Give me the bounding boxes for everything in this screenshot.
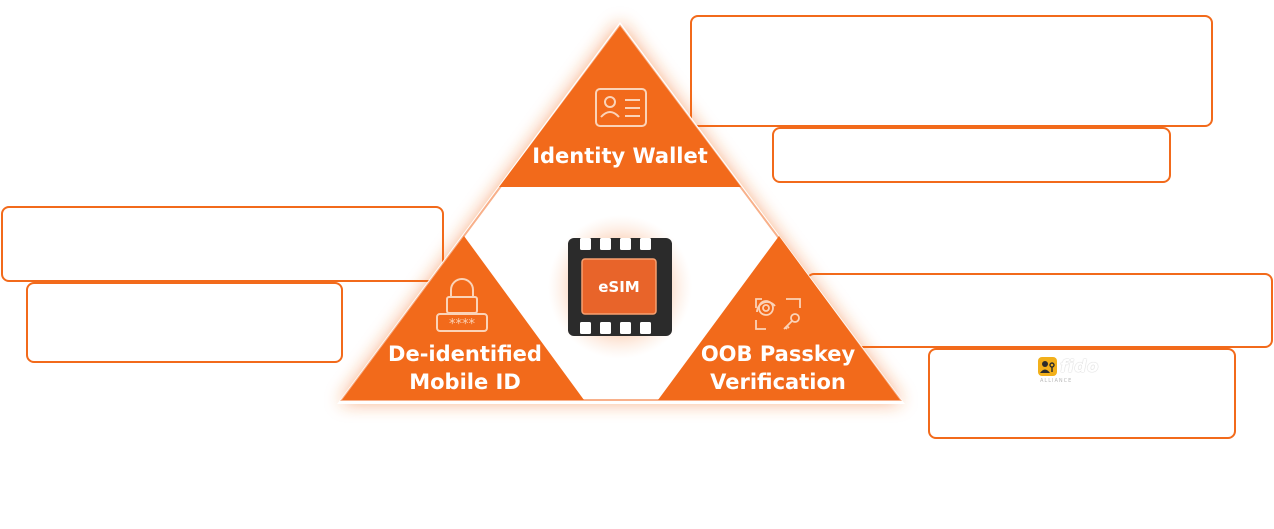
callout-oob-passkey-main (806, 273, 1273, 348)
esim-label: eSIM (598, 278, 639, 296)
id-card-icon (595, 88, 647, 127)
callout-identity-wallet-main (690, 15, 1213, 127)
callout-identity-wallet-sub (772, 127, 1171, 183)
callout-mobile-id-main (1, 206, 444, 282)
fido-subtitle: ALLIANCE (1040, 378, 1073, 384)
mobile-id-label-line2: Mobile ID (409, 370, 521, 394)
fido-badge-icon (1038, 357, 1057, 376)
svg-text:****: **** (449, 317, 476, 332)
callout-oob-passkey-sub (928, 348, 1236, 439)
oob-passkey-label-line2: Verification (710, 370, 846, 394)
identity-wallet-label: Identity Wallet (532, 144, 708, 168)
callout-mobile-id-sub (26, 282, 343, 363)
fido-alliance-logo: fido ALLIANCE (1038, 356, 1110, 386)
triangle-bottom-right-segment (658, 236, 900, 400)
triangle-bottom-left-segment (342, 236, 584, 400)
esim-chip-icon (568, 238, 672, 336)
triangle-top-segment (499, 26, 741, 187)
oob-passkey-label-line1: OOB Passkey (701, 342, 856, 366)
mobile-id-label-line1: De-identified (388, 342, 542, 366)
fido-wordmark: fido (1060, 357, 1100, 377)
padlock-password-icon: **** (436, 278, 488, 332)
fingerprint-key-icon (755, 298, 801, 330)
